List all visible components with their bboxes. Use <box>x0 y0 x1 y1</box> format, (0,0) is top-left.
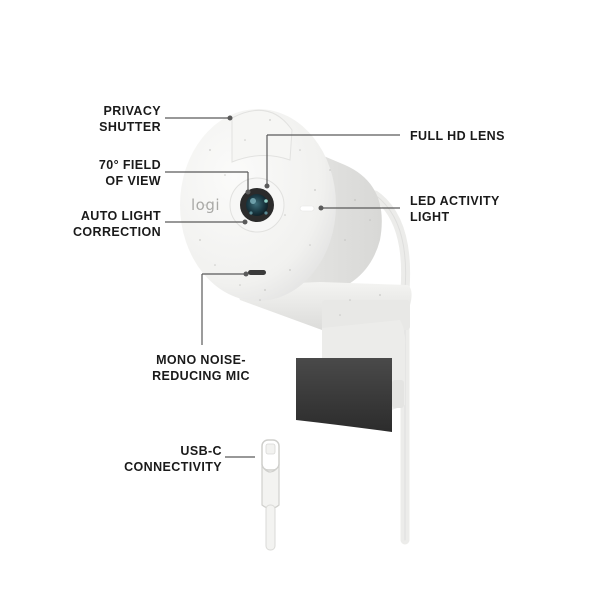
led-activity-light <box>299 205 315 212</box>
mount-clip <box>322 320 406 410</box>
auto-light-dot <box>242 219 248 225</box>
privacy-shutter-dot <box>227 115 233 121</box>
light-sensor <box>264 199 268 203</box>
clip-grip-pad <box>296 358 392 432</box>
usb-c-label: USB-C CONNECTIVITY <box>124 444 222 474</box>
full-hd-lens-label: FULL HD LENS <box>410 129 505 143</box>
mono-mic-label: MONO NOISE- REDUCING MIC <box>152 353 250 383</box>
speckle-texture <box>199 119 381 316</box>
field-of-view-label: 70° FIELD OF VIEW <box>98 158 161 188</box>
lens-dot <box>264 183 270 189</box>
privacy-shutter-label: PRIVACY SHUTTER <box>99 104 161 134</box>
led-activity-light-label: LED ACTIVITY LIGHT <box>410 194 500 224</box>
mic-dot <box>243 271 249 277</box>
auto-light-correction-label: AUTO LIGHT CORRECTION <box>72 209 161 239</box>
logi-logo: logi <box>191 196 221 214</box>
fov-dot <box>245 189 251 195</box>
usb-c-connector <box>261 439 280 551</box>
mic-slot <box>248 270 266 275</box>
led-dot <box>318 205 324 211</box>
callout-leaders <box>165 117 400 458</box>
privacy-shutter-slider <box>231 109 293 163</box>
